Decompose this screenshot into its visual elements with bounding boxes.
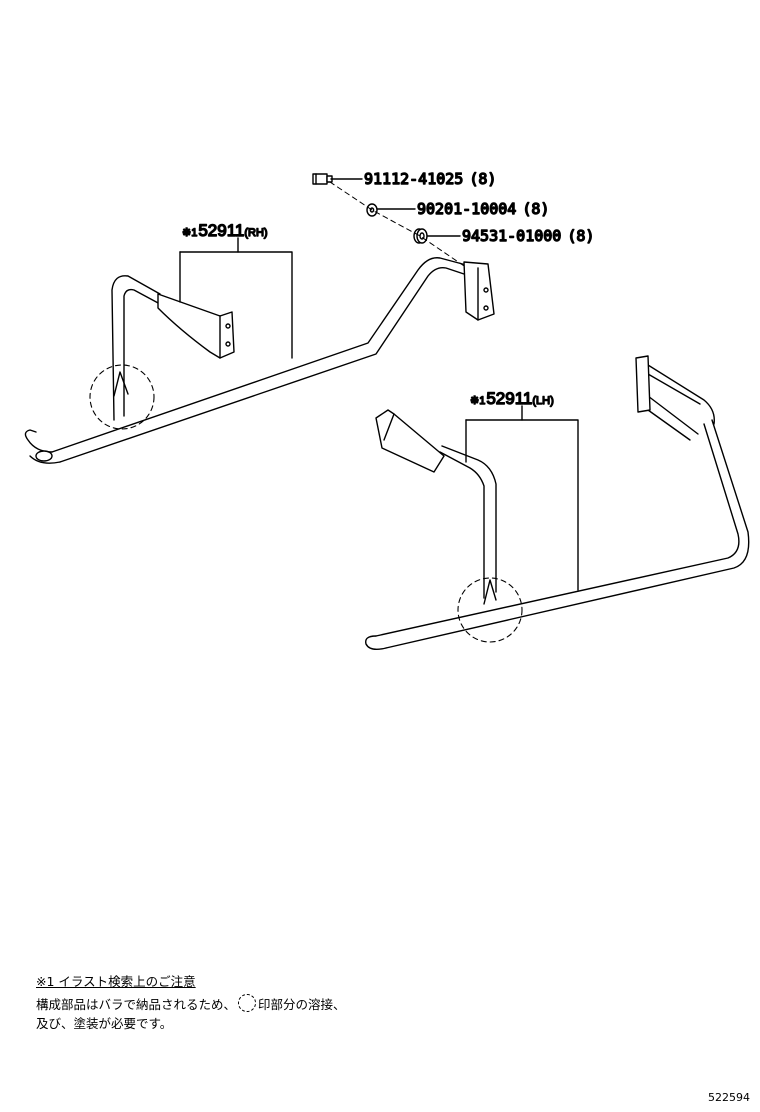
rh-frame: [24, 257, 495, 464]
part-number-91112: 91112-41025(8): [364, 170, 496, 188]
note-title: ※1 イラスト検索上のご注意: [36, 974, 196, 989]
bolt-icon: [312, 173, 333, 185]
note-line-1: 構成部品はバラで納品されるため、印部分の溶接、: [36, 994, 346, 1015]
lh-frame: [365, 355, 750, 651]
part-number-94531: 94531-01000(8): [462, 227, 594, 245]
part-number-90201: 90201-10004(8): [417, 200, 549, 218]
nut-icon: [413, 228, 428, 244]
rh-assembly-label: ※152911(RH): [182, 221, 268, 240]
rh-weld-circle: [89, 364, 155, 430]
lh-weld-circle: [457, 577, 523, 643]
install-line: [329, 181, 471, 271]
lh-assembly-label: ※152911(LH): [470, 389, 554, 408]
dashed-circle-icon: [238, 994, 257, 1012]
diagram-id: 522594: [708, 1091, 750, 1104]
note-line-2: 及び、塗装が必要です。: [36, 1016, 173, 1031]
